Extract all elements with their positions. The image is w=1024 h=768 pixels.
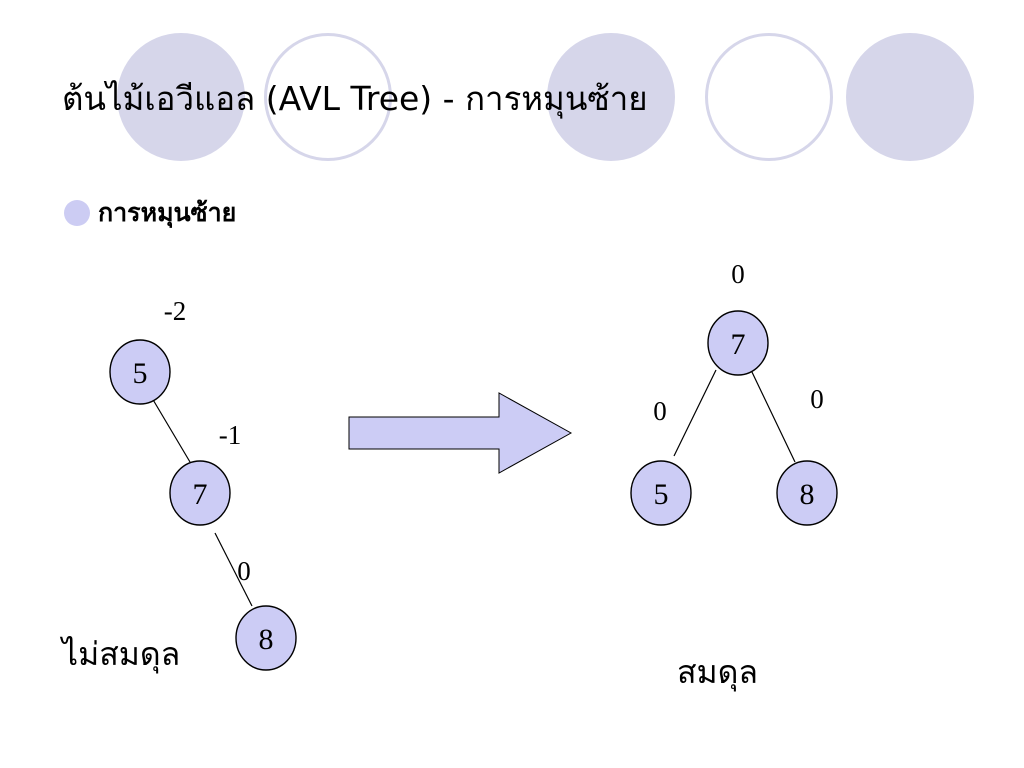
- decor-circle-1: [117, 33, 245, 161]
- node-value: 8: [800, 478, 815, 511]
- tree-after: 7 0 5 0 8 0 สมดุล: [630, 259, 838, 692]
- status-label-unbalanced: ไม่สมดุล: [59, 636, 180, 674]
- tree-before: 5 -2 7 -1 8 0 ไม่สมดุล: [59, 296, 297, 674]
- node-value: 5: [133, 357, 148, 390]
- edge-5-7: [151, 397, 191, 463]
- status-label-balanced: สมดุล: [677, 654, 758, 692]
- balance-factor-label: -1: [219, 420, 242, 450]
- balance-factor-label: -2: [164, 296, 187, 326]
- tree-node: 8: [235, 605, 297, 671]
- node-value: 7: [731, 328, 746, 361]
- node-value: 8: [259, 623, 274, 656]
- edge-7-5: [673, 369, 717, 457]
- bullet-dot-icon: [64, 200, 90, 226]
- balance-factor-label: 0: [237, 556, 251, 586]
- decor-circle-2: [264, 33, 392, 161]
- tree-node: 7: [707, 310, 769, 376]
- decor-circle-3: [547, 33, 675, 161]
- slide-title: ต้นไม้เอวีแอล (AVL Tree) - การหมุนซ้าย: [62, 79, 648, 118]
- tree-node: 5: [630, 460, 692, 526]
- balance-factor-label: 0: [653, 396, 667, 426]
- node-value: 5: [654, 478, 669, 511]
- node-value: 7: [193, 478, 208, 511]
- decor-circle-4: [705, 33, 833, 161]
- balance-factor-label: 0: [810, 384, 824, 414]
- bullet-item: การหมุนซ้าย: [64, 193, 236, 233]
- tree-node: 7: [169, 460, 231, 526]
- balance-factor-label: 0: [731, 259, 745, 289]
- bullet-text: การหมุนซ้าย: [98, 198, 237, 227]
- tree-node: 5: [109, 339, 171, 405]
- tree-node: 8: [776, 460, 838, 526]
- edge-7-8: [214, 532, 253, 607]
- edge-7-8: [750, 369, 796, 463]
- right-arrow-icon: [348, 392, 573, 474]
- decor-circle-5: [846, 33, 974, 161]
